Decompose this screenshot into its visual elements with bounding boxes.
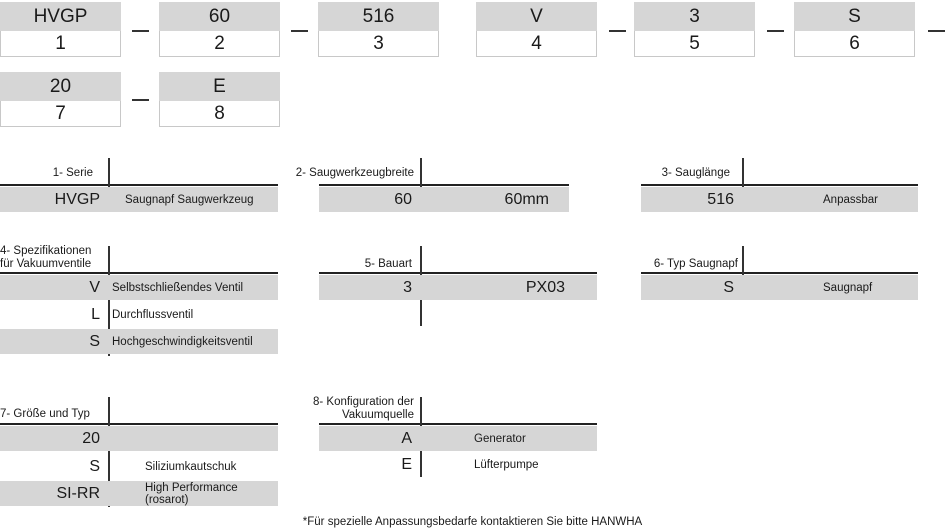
option-code: V bbox=[89, 278, 100, 296]
section-2-rule bbox=[319, 184, 569, 186]
option-description: Saugnapf bbox=[823, 281, 873, 294]
section-7-row: SI-RR High Performance (rosarot) bbox=[0, 481, 278, 506]
section-7-row: S Siliziumkautschuk bbox=[0, 454, 278, 479]
section-divider bbox=[742, 246, 744, 300]
code-index: 2 bbox=[159, 31, 280, 57]
section-7-title: 7- Größe und Typ bbox=[0, 408, 90, 420]
dash-separator bbox=[609, 30, 626, 32]
dash-separator bbox=[928, 30, 945, 32]
code-index: 3 bbox=[318, 31, 439, 57]
option-code: S bbox=[723, 278, 734, 296]
code-value: V bbox=[476, 2, 597, 31]
option-code: 3 bbox=[403, 278, 412, 296]
section-6-rule bbox=[641, 272, 918, 274]
code-value: 3 bbox=[634, 2, 755, 31]
section-6-title: 6- Typ Saugnapf bbox=[653, 258, 738, 270]
code-value: HVGP bbox=[0, 2, 121, 31]
section-7-rule bbox=[0, 423, 278, 425]
code-value: 60 bbox=[159, 2, 280, 31]
section-4-row: V Selbstschließendes Ventil bbox=[0, 275, 278, 300]
section-8-title-line2: Vakuumquelle bbox=[341, 409, 414, 421]
section-4-title: 4- Spezifikationen für Vakuumventile bbox=[0, 245, 108, 271]
code-value: E bbox=[159, 72, 280, 101]
section-3-title: 3- Sauglänge bbox=[661, 167, 730, 179]
section-divider bbox=[108, 158, 110, 212]
option-description: Selbstschließendes Ventil bbox=[112, 281, 244, 294]
section-1-row: HVGP Saugnapf Saugwerkzeug bbox=[0, 187, 278, 212]
option-code: 60 bbox=[394, 190, 412, 208]
option-code: 516 bbox=[707, 190, 734, 208]
option-code: 20 bbox=[82, 429, 100, 447]
code-index: 1 bbox=[0, 31, 121, 57]
section-4-rule bbox=[0, 272, 278, 274]
section-2-title: 2- Saugwerkzeugbreite bbox=[295, 167, 414, 179]
option-description: High Performance (rosarot) bbox=[145, 481, 238, 506]
section-4-row: S Hochgeschwindigkeitsventil bbox=[0, 329, 278, 354]
section-divider bbox=[420, 158, 422, 212]
section-4-row: L Durchflussventil bbox=[0, 302, 278, 327]
option-code: E bbox=[401, 455, 412, 473]
section-8-title-line1: 8- Konfiguration der bbox=[312, 396, 414, 408]
section-2-row: 60 60mm bbox=[319, 187, 569, 212]
option-description: PX03 bbox=[525, 278, 565, 296]
code-index: 6 bbox=[794, 31, 915, 57]
section-3-row: 516 Anpassbar bbox=[641, 187, 918, 212]
section-divider bbox=[108, 246, 110, 356]
code-value: 20 bbox=[0, 72, 121, 101]
code-index: 7 bbox=[0, 101, 121, 127]
code-box-1: HVGP 1 bbox=[0, 2, 121, 57]
code-index: 5 bbox=[634, 31, 755, 57]
section-5-title: 5- Bauart bbox=[364, 258, 412, 270]
option-description: Hochgeschwindigkeitsventil bbox=[112, 335, 253, 348]
code-box-7: 20 7 bbox=[0, 72, 121, 127]
dash-separator bbox=[767, 30, 784, 32]
section-1-title: 1- Serie bbox=[52, 167, 93, 179]
section-divider bbox=[108, 397, 110, 507]
code-value: 516 bbox=[318, 2, 439, 31]
section-8-title: 8- Konfiguration der Vakuumquelle bbox=[270, 396, 414, 422]
option-code: HVGP bbox=[54, 190, 100, 208]
option-description: 60mm bbox=[504, 190, 549, 208]
option-description: Anpassbar bbox=[823, 193, 878, 206]
code-index: 8 bbox=[159, 101, 280, 127]
section-5-rule bbox=[319, 272, 597, 274]
section-8-rule bbox=[319, 423, 597, 425]
code-box-6: S 6 bbox=[794, 2, 915, 57]
section-7-row: 20 bbox=[0, 426, 278, 451]
section-4-title-line1: 4- Spezifikationen bbox=[0, 245, 92, 257]
option-description: Lüfterpumpe bbox=[474, 458, 539, 471]
code-box-5: 3 5 bbox=[634, 2, 755, 57]
section-3-rule bbox=[641, 184, 918, 186]
code-box-3: 516 3 bbox=[318, 2, 439, 57]
section-divider bbox=[742, 158, 744, 212]
code-box-8: E 8 bbox=[159, 72, 280, 127]
code-box-4: V 4 bbox=[476, 2, 597, 57]
code-value: S bbox=[794, 2, 915, 31]
section-8-row: E Lüfterpumpe bbox=[319, 452, 597, 477]
option-code: S bbox=[89, 457, 100, 475]
option-code: S bbox=[89, 332, 100, 350]
section-4-title-line2: für Vakuumventile bbox=[0, 258, 92, 270]
dash-separator bbox=[291, 30, 308, 32]
section-1-rule bbox=[0, 184, 278, 186]
footnote: *Für spezielle Anpassungsbedarfe kontakt… bbox=[302, 516, 643, 528]
option-description: Generator bbox=[474, 432, 526, 445]
section-5-row: 3 PX03 bbox=[319, 275, 597, 300]
option-description: Siliziumkautschuk bbox=[145, 460, 237, 473]
option-code: A bbox=[401, 429, 412, 447]
option-description: Saugnapf Saugwerkzeug bbox=[125, 193, 254, 206]
option-code: L bbox=[91, 305, 100, 323]
section-8-row: A Generator bbox=[319, 426, 597, 451]
section-6-row: S Saugnapf bbox=[641, 275, 918, 300]
option-code: SI-RR bbox=[56, 484, 100, 502]
code-box-2: 60 2 bbox=[159, 2, 280, 57]
code-index: 4 bbox=[476, 31, 597, 57]
option-description: Durchflussventil bbox=[112, 308, 194, 321]
dash-separator bbox=[132, 30, 149, 32]
dash-separator bbox=[132, 99, 149, 101]
